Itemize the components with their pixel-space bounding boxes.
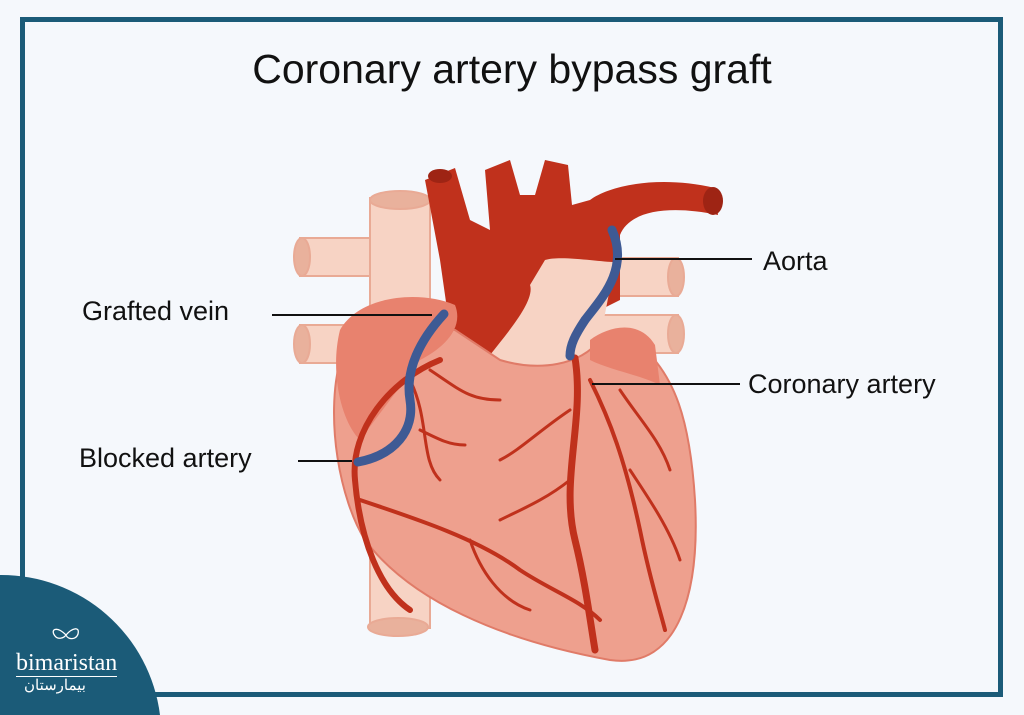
label-blocked-artery: Blocked artery: [79, 443, 252, 473]
leader-lines: [272, 258, 752, 462]
diagram-frame: [20, 17, 1003, 697]
label-coronary-artery: Coronary artery: [748, 369, 936, 399]
diagram-title: Coronary artery bypass graft: [252, 46, 772, 92]
logo-text-arabic: بيمارستان: [24, 677, 86, 694]
pulmonary-trunk: [490, 258, 615, 370]
label-aorta: Aorta: [763, 246, 828, 276]
logo-text: bimaristan: [16, 650, 118, 677]
coronary-arteries: [351, 354, 682, 654]
left-atrium: [590, 327, 660, 385]
label-grafted-vein: Grafted vein: [82, 296, 230, 326]
